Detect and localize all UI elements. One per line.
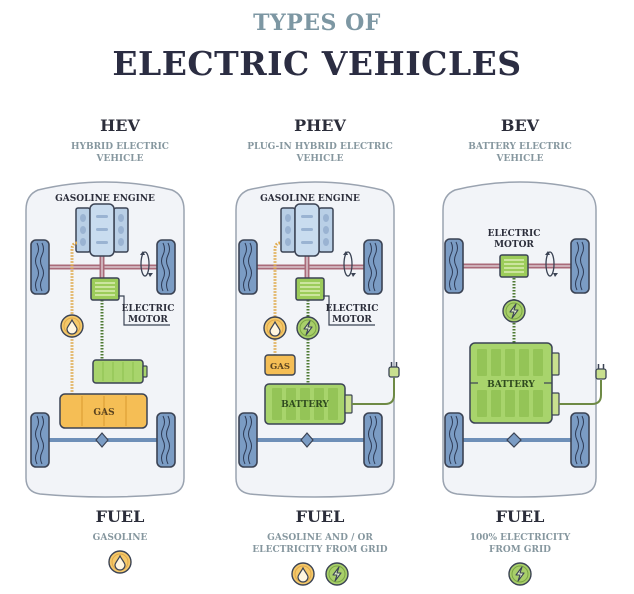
phev-front-right-wheel [363,239,383,295]
phev-fullname-line1: PLUG-IN HYBRID ELECTRIC [247,142,393,152]
phev-abbr: PHEV [294,116,346,135]
hev-fuel-drop-icon [60,314,84,338]
hev-gas-label: GAS [93,408,114,418]
bev-front-right-wheel [570,238,590,294]
phev-battery-label: BATTERY [281,400,329,410]
hev-rear-right-wheel [156,412,176,468]
phev-fuel-drop-icon [263,316,287,340]
hev-engine-icon [75,203,129,257]
bev-header: BEV BATTERY ELECTRIC VEHICLE [420,110,620,165]
bev-fullname-line1: BATTERY ELECTRIC [468,142,572,152]
phev-motor-label-2: MOTOR [332,315,372,325]
phev-gas-tank: GAS [264,354,296,376]
title-subtitle: TYPES OF [253,10,381,36]
hev-front-right-wheel [156,239,176,295]
fuel-drop-icon [108,550,132,574]
phev-header: PHEV PLUG-IN HYBRID ELECTRIC VEHICLE [220,110,420,165]
hev-fullname-line2: VEHICLE [96,154,144,164]
bev-rear-right-wheel [570,412,590,468]
phev-front-left-wheel [238,239,258,295]
bev-motor-icon [499,254,529,278]
bev-fuel-desc-2: FROM GRID [489,545,551,555]
phev-motor-label-1: ELECTRIC [326,304,379,314]
phev-fullname-line2: VEHICLE [296,154,344,164]
bev-rear-left-wheel [444,412,464,468]
phev-rear-left-wheel [238,412,258,468]
phev-motor-icon [295,277,325,301]
hev-car: GASOLINE ENGINE ELECTRIC MOTOR GAS [25,181,185,498]
bev-lightning-icon [502,299,526,323]
bev-car: ELECTRIC MOTOR BATTERY [442,181,607,498]
phev-lightning-icon [296,316,320,340]
phev-engine-icon [280,203,334,257]
phev-gas-label: GAS [270,362,290,372]
hev-gas-tank: GAS [59,393,148,429]
hev-motor-label-1: ELECTRIC [122,304,175,314]
lightning-icon [508,562,532,586]
fuel-drop-icon [291,562,315,586]
hev-fuel-section: FUEL GASOLINE [20,507,220,574]
bev-fuel-desc-1: 100% ELECTRICITY [469,533,571,543]
hev-fuel-title: FUEL [95,507,145,526]
bev-charging-plug-icon [595,363,607,380]
phev-battery-icon: BATTERY [264,383,353,425]
hev-motor-icon [90,277,120,301]
phev-engine-label: GASOLINE ENGINE [260,194,360,204]
hev-abbr: HEV [100,116,140,135]
bev-abbr: BEV [500,116,540,135]
hev-motor-label-2: MOTOR [128,315,168,325]
hev-engine-label: GASOLINE ENGINE [55,194,155,204]
hev-front-left-wheel [30,239,50,295]
phev-fuel-desc-1: GASOLINE AND / OR [267,533,373,543]
bev-fullname-line2: VEHICLE [496,154,544,164]
lightning-icon [325,562,349,586]
hev-rear-left-wheel [30,412,50,468]
phev-car: GASOLINE ENGINE ELECTRIC MOTOR GAS BATTE… [235,181,400,498]
phev-fuel-desc-2: ELECTRICITY FROM GRID [252,545,388,555]
phev-fuel-section: FUEL GASOLINE AND / OR ELECTRICITY FROM … [220,507,420,586]
hev-battery-icon [92,359,148,384]
bev-fuel-section: FUEL 100% ELECTRICITY FROM GRID [420,507,620,586]
bev-front-left-wheel [444,238,464,294]
hev-fuel-desc-1: GASOLINE [92,533,148,543]
bev-battery-icon: BATTERY [469,342,560,424]
bev-battery-label: BATTERY [487,380,535,390]
hev-header: HEV HYBRID ELECTRIC VEHICLE [20,110,220,165]
bev-motor-label-2: MOTOR [494,240,534,250]
phev-rear-right-wheel [363,412,383,468]
bev-motor-label-1: ELECTRIC [488,229,541,239]
page-title: ELECTRIC VEHICLES [112,44,522,83]
bev-fuel-title: FUEL [495,507,545,526]
phev-fuel-title: FUEL [295,507,345,526]
hev-fullname-line1: HYBRID ELECTRIC [71,142,169,152]
